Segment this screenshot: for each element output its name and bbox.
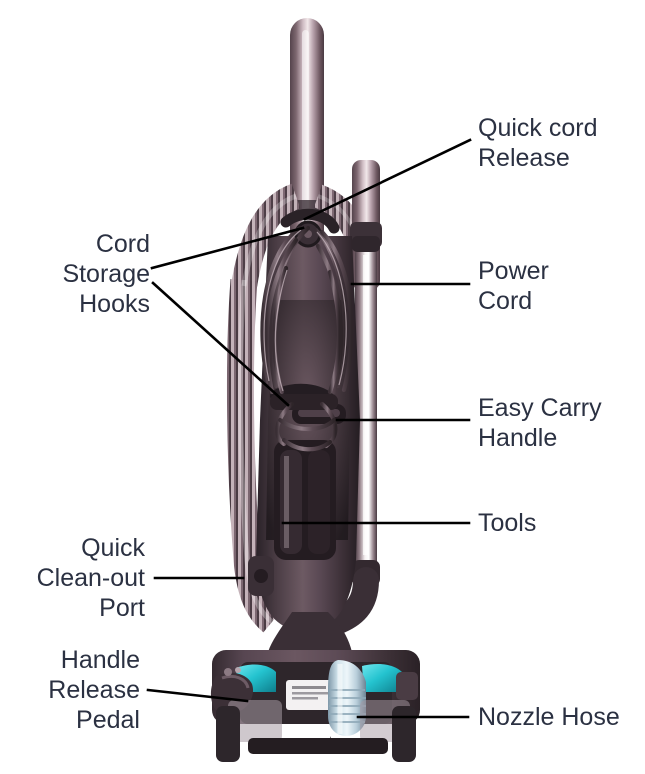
tool-caddy bbox=[274, 440, 336, 560]
callout-label-cord-storage-hooks: Cord Storage Hooks bbox=[62, 230, 150, 318]
callout-label-tools: Tools bbox=[478, 509, 537, 537]
callout-label-power-cord: Power Cord bbox=[478, 257, 549, 315]
extension-wand bbox=[323, 160, 382, 635]
teal-accent-right bbox=[362, 664, 402, 692]
callout-label-easy-carry-handle: Easy Carry Handle bbox=[478, 394, 602, 452]
callout-label-handle-release-pedal: Handle Release Pedal bbox=[48, 646, 140, 734]
callout-label-nozzle-hose: Nozzle Hose bbox=[478, 703, 620, 731]
quick-clean-out-port bbox=[248, 556, 274, 596]
wheels bbox=[216, 706, 416, 762]
base-nozzle bbox=[210, 612, 420, 762]
callout-label-quick-clean-out-port: Quick Clean-out Port bbox=[36, 534, 145, 622]
callout-label-quick-cord-release: Quick cord Release bbox=[478, 114, 598, 172]
